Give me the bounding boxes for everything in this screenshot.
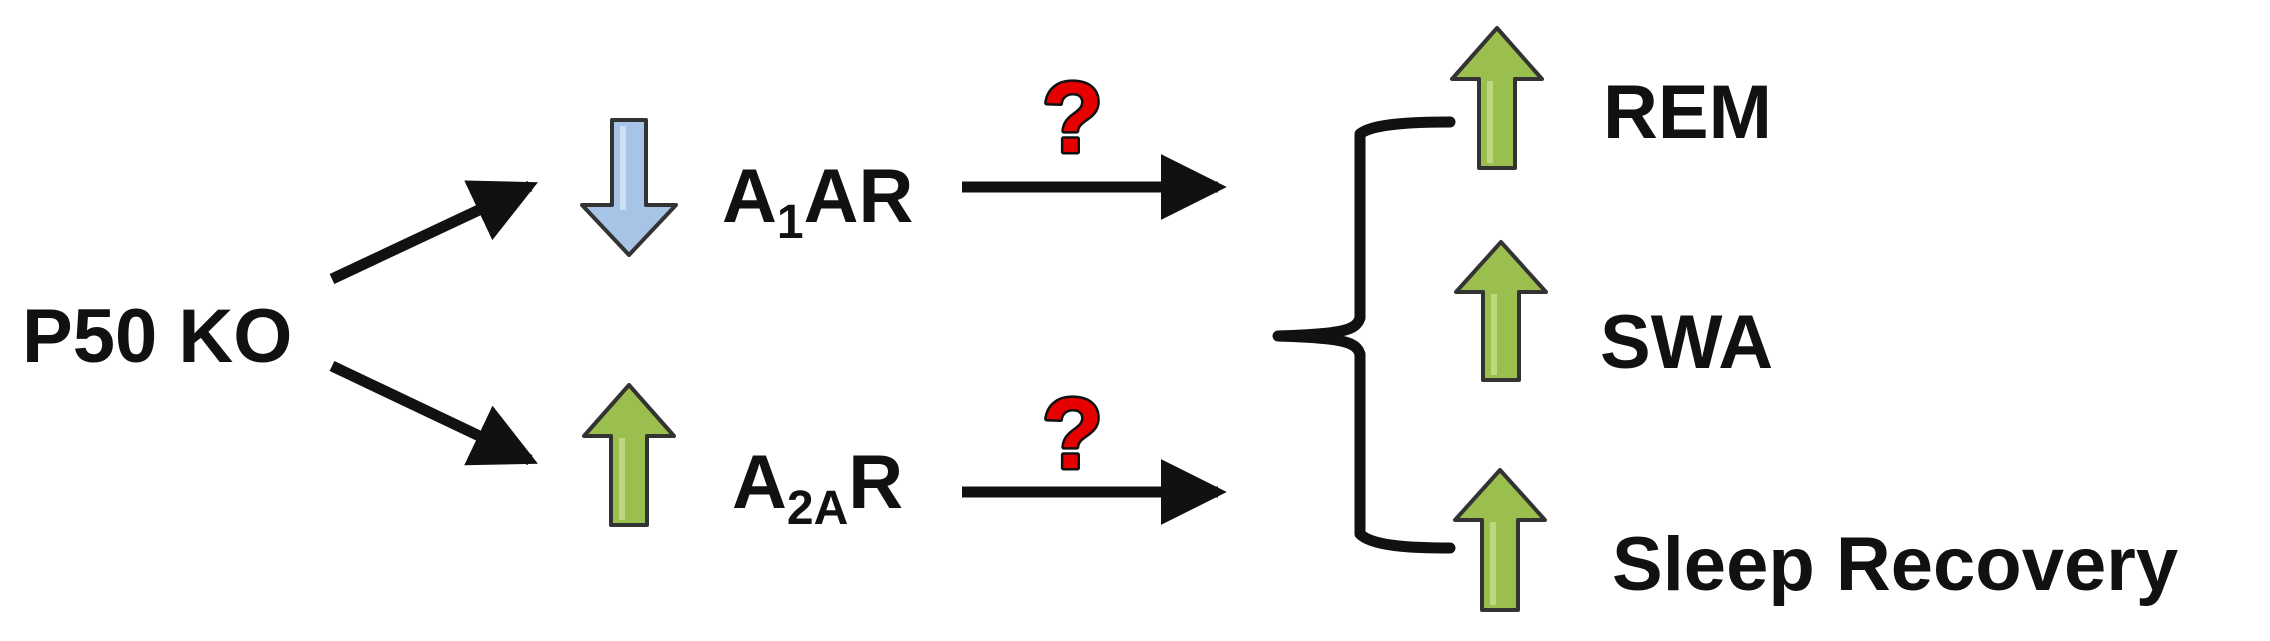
source-label: P50 KO	[22, 294, 292, 379]
outcome-rem-label: REM	[1603, 70, 1772, 155]
up-arrow-icon	[1454, 240, 1548, 382]
arrow-to-a2ar	[329, 361, 538, 466]
arrow-to-a1ar	[329, 180, 538, 284]
up-arrow-icon	[582, 383, 676, 527]
receptor-a2ar-label: A2AR	[732, 440, 903, 535]
up-arrow-icon	[1453, 468, 1547, 612]
down-arrow-icon	[580, 118, 678, 257]
outcome-sleep-recovery-label: Sleep Recovery	[1612, 522, 2178, 607]
question-mark-icon: ?	[1042, 378, 1103, 490]
outcome-brace	[1272, 116, 1456, 554]
question-mark-icon: ?	[1042, 62, 1103, 174]
outcome-swa-label: SWA	[1600, 300, 1773, 385]
up-arrow-icon	[1450, 26, 1544, 170]
receptor-a1ar-label: A1AR	[722, 154, 913, 249]
